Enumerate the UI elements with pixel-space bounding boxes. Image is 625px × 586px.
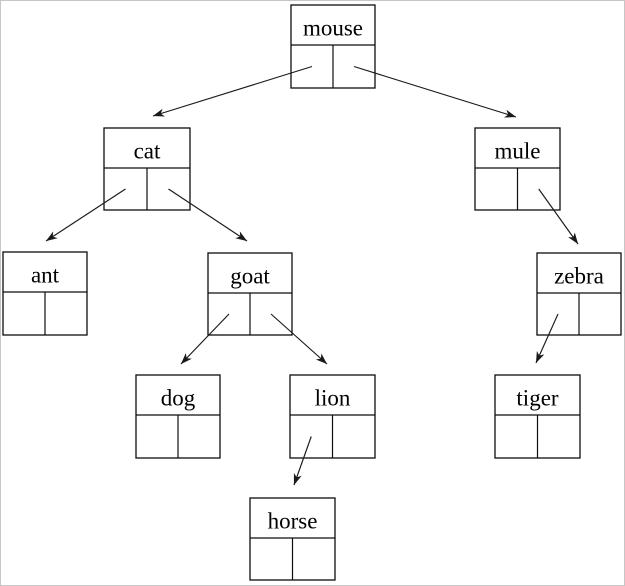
node-label: cat bbox=[134, 139, 161, 164]
tree-node-cat: cat bbox=[103, 127, 191, 211]
edge-lion-left-to-horse bbox=[293, 436, 312, 486]
tree-node-zebra: zebra bbox=[536, 252, 622, 336]
edge-cat-right-to-goat bbox=[168, 188, 248, 242]
edge-mouse-right-to-mule bbox=[353, 65, 517, 118]
edge-mouse-left-to-cat bbox=[152, 65, 313, 117]
tree-node-dog: dog bbox=[135, 374, 221, 459]
node-label: zebra bbox=[554, 264, 604, 289]
node-label: mouse bbox=[303, 16, 363, 41]
edge-goat-right-to-lion bbox=[270, 313, 328, 365]
edges-layer bbox=[45, 65, 579, 486]
node-label: lion bbox=[315, 386, 351, 411]
node-label: mule bbox=[495, 139, 541, 164]
nodes-layer: mouse cat mule ant goat zebra dog lion tiger hors… bbox=[2, 4, 622, 581]
edge-goat-left-to-dog bbox=[180, 313, 230, 365]
node-label: tiger bbox=[516, 386, 558, 411]
tree-node-ant: ant bbox=[2, 251, 88, 336]
tree-node-tiger: tiger bbox=[494, 374, 581, 459]
tree-node-lion: lion bbox=[289, 374, 376, 459]
edge-mule-right-to-zebra bbox=[538, 188, 579, 245]
node-label: goat bbox=[230, 264, 270, 289]
node-label: ant bbox=[31, 263, 60, 288]
tree-node-mule: mule bbox=[474, 127, 561, 211]
node-label: dog bbox=[161, 386, 196, 411]
tree-node-mouse: mouse bbox=[290, 4, 376, 89]
node-label: horse bbox=[268, 509, 318, 534]
edge-cat-left-to-ant bbox=[45, 188, 126, 242]
tree-node-horse: horse bbox=[249, 497, 336, 581]
edge-zebra-left-to-tiger bbox=[535, 313, 559, 364]
